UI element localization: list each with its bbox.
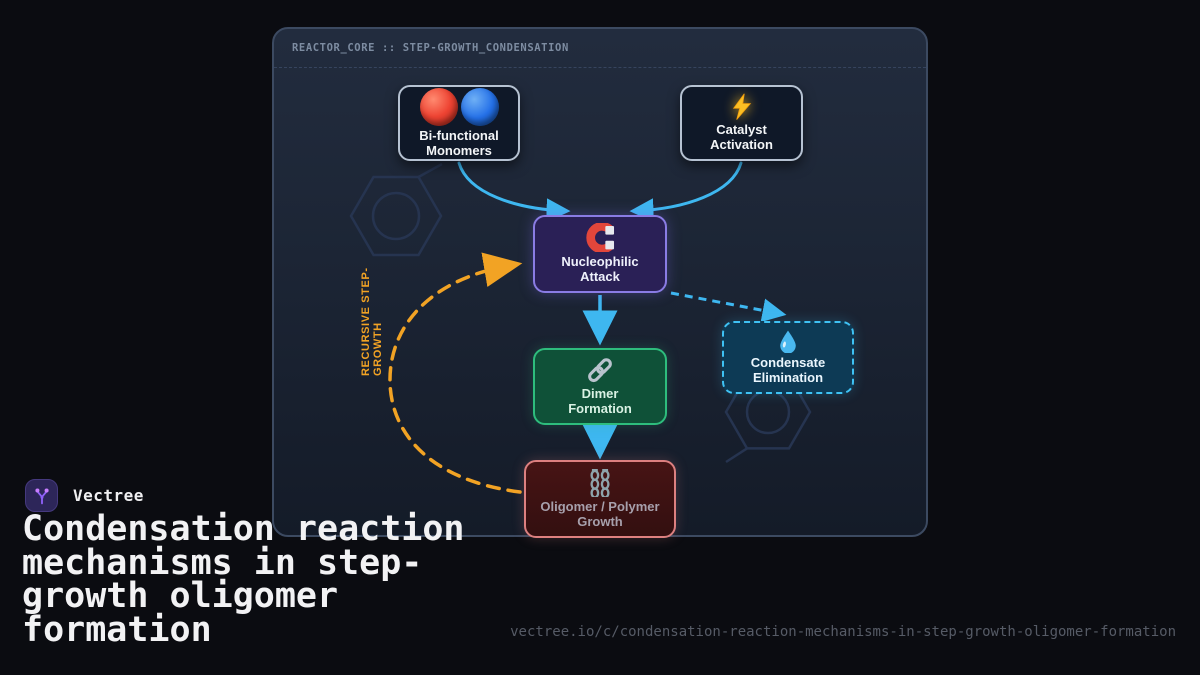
node-label: Bi-functional Monomers [419, 127, 499, 158]
recursive-loop-label: RECURSIVE STEP-GROWTH [360, 267, 384, 376]
node-catalyst-activation: Catalyst Activation [680, 85, 803, 161]
red-monomer-icon [419, 87, 458, 126]
blue-monomer-icon [460, 87, 499, 126]
footer-url: vectree.io/c/condensation-reaction-mecha… [510, 624, 1176, 640]
node-label: Catalyst Activation [710, 122, 773, 153]
lightning-bolt-icon [732, 93, 751, 120]
double-chains-icon [590, 469, 610, 498]
reactor-panel-header: REACTOR_CORE :: STEP-GROWTH_CONDENSATION [274, 29, 926, 68]
node-label: Condensate Elimination [750, 355, 826, 386]
brand-row: Vectree [25, 479, 144, 512]
node-label: Oligomer / Polymer Growth [540, 499, 660, 530]
node-bifunctional-monomers: Bi-functional Monomers [398, 85, 520, 161]
magnet-icon [586, 223, 615, 253]
chain-link-icon [588, 358, 612, 383]
monomer-circles-icon [419, 87, 499, 126]
vectree-logo-icon [25, 479, 58, 512]
page-title: Condensation reaction mechanisms in step… [22, 509, 465, 650]
water-droplet-icon [780, 330, 796, 354]
reactor-panel-title: REACTOR_CORE :: STEP-GROWTH_CONDENSATION [292, 42, 569, 54]
node-dimer-formation: Dimer Formation [533, 348, 667, 425]
node-oligomer-polymer-growth: Oligomer / Polymer Growth [524, 460, 676, 538]
node-nucleophilic-attack: Nucleophilic Attack [533, 215, 667, 293]
brand-name: Vectree [73, 486, 144, 505]
node-condensate-elimination: Condensate Elimination [722, 321, 854, 394]
node-label: Nucleophilic Attack [561, 254, 639, 285]
node-label: Dimer Formation [568, 386, 632, 417]
